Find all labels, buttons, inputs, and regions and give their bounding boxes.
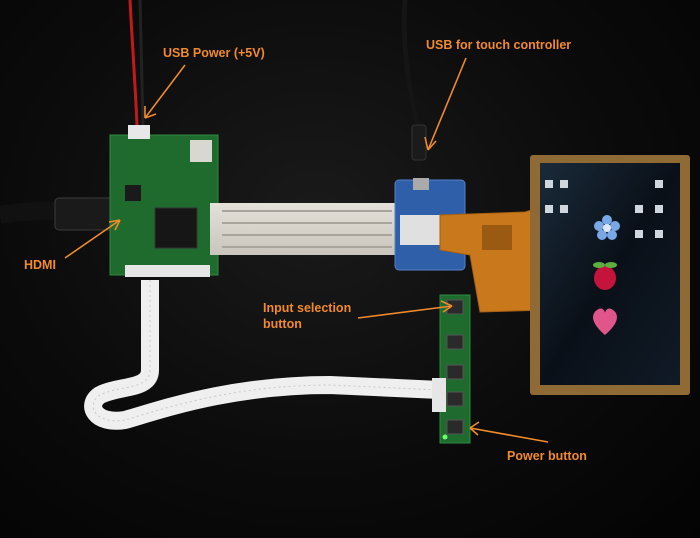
black-wire <box>138 0 145 126</box>
arrow-input-selection-head <box>440 300 453 313</box>
input-selection-label-line1: Input selection <box>263 301 352 315</box>
button-board-buttons <box>446 299 464 435</box>
power-button-label: Power button <box>507 449 587 463</box>
touch-pcb-connector <box>400 215 440 245</box>
arrow-hdmi-head <box>108 219 121 231</box>
red-wire <box>128 0 139 126</box>
usb-touch-plug <box>411 124 427 161</box>
screen-desktop-icons <box>545 180 663 238</box>
status-led <box>442 434 448 440</box>
arrow-power-button-head <box>469 421 480 436</box>
arrow-usb-touch-head <box>424 136 437 151</box>
ribbon-cable <box>84 280 441 430</box>
arrow-usb-power-head <box>144 106 157 119</box>
arrow-input-selection <box>357 305 453 319</box>
heart-icon <box>593 308 617 335</box>
arrow-usb-touch <box>427 57 467 151</box>
main-chip <box>154 207 198 249</box>
arrow-hdmi <box>64 219 121 259</box>
small-chip <box>125 185 141 201</box>
usb-touch-cable <box>401 0 423 186</box>
usb-touch-label: USB for touch controller <box>426 38 572 52</box>
flex-chip <box>482 225 512 250</box>
usb-power-label: USB Power (+5V) <box>163 46 265 60</box>
button-board-connector <box>432 378 446 412</box>
board-connector-bottom <box>125 265 210 277</box>
white-header <box>190 140 212 162</box>
display-polyimide-flex <box>439 204 549 313</box>
arrow-power-button <box>469 427 549 443</box>
arrow-usb-power <box>144 64 186 119</box>
input-selection-label: Input selection button <box>263 300 351 332</box>
usb-power-connector <box>128 125 150 139</box>
hdmi-plug <box>54 197 114 231</box>
raspberry-pi-logo <box>593 262 617 290</box>
annotation-arrows <box>64 57 549 443</box>
flex-cable-print <box>222 210 392 248</box>
adafruit-flower-icon <box>594 215 620 240</box>
input-selection-label-line2: button <box>263 317 302 331</box>
touch-usb-jack <box>413 178 429 190</box>
hdmi-label: HDMI <box>24 258 56 272</box>
